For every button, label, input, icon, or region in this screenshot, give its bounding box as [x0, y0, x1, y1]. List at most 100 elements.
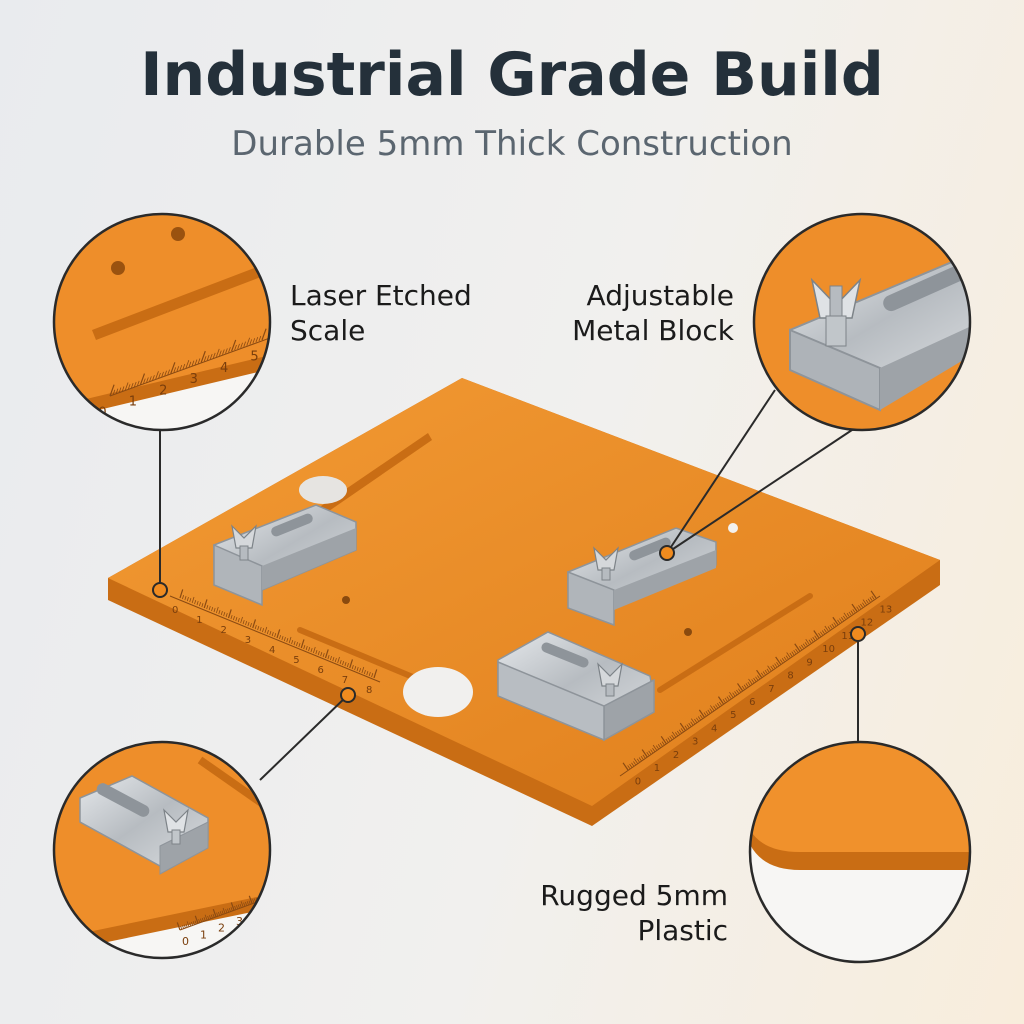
ruler-tick [799, 646, 802, 650]
ruler-tick [812, 636, 816, 641]
ruler-tick [842, 615, 846, 620]
ruler-tick [699, 714, 703, 719]
ruler-tick [198, 919, 201, 923]
ruler-label: 4 [269, 645, 275, 656]
ruler-tick [274, 633, 277, 638]
ruler-tick [737, 688, 741, 693]
ruler-tick [715, 704, 718, 709]
ruler-tick [190, 921, 193, 926]
callout-plastic-line1: Rugged 5mm [540, 879, 728, 912]
ruler-tick [622, 762, 629, 771]
ruler-tick [734, 691, 738, 695]
ruler-tick [281, 636, 284, 641]
ruler-tick [760, 672, 764, 677]
ruler-tick [303, 645, 306, 650]
ruler-tick [818, 632, 822, 637]
ruler-tick [633, 758, 638, 764]
ruler-tick [871, 595, 875, 600]
ruler-tick [216, 348, 220, 357]
ruler-tick [264, 626, 268, 634]
ruler-scale-left [169, 595, 381, 683]
ruler-tick [225, 909, 228, 913]
ruler-tick [230, 902, 235, 911]
ruler-tick [216, 912, 219, 917]
ruler-tick [641, 749, 648, 758]
metal-block-right-upper[interactable] [567, 527, 717, 627]
ruler-tick [277, 888, 279, 893]
ruler-tick [686, 724, 690, 728]
metal-block-left[interactable] [213, 504, 357, 607]
ruler-tick [732, 692, 736, 697]
zoom-plastic-edge [748, 740, 972, 964]
ruler-tick [315, 650, 318, 655]
ruler-tick [206, 605, 209, 610]
ruler-tick [203, 356, 207, 362]
ruler-tick [327, 655, 330, 660]
ruler-tick [638, 757, 642, 761]
callout-plastic: Rugged 5mm Plastic [480, 878, 728, 948]
ruler-tick [646, 751, 650, 756]
ruler-tick [274, 891, 275, 894]
ruler-tick [183, 924, 186, 929]
ruler-tick [232, 616, 235, 621]
ruler-tick [212, 352, 216, 359]
leader-lines [159, 389, 859, 781]
ruler-tick [793, 650, 797, 654]
ruler-tick [219, 911, 222, 915]
wing-nut-icon[interactable] [231, 524, 257, 561]
ruler-label: 10 [822, 644, 835, 655]
dot-marker-clamp [340, 687, 356, 703]
ruler-tick [743, 684, 747, 689]
ruler-tick [215, 606, 219, 614]
ruler-tick [240, 901, 244, 907]
ruler-tick [342, 661, 345, 666]
ruler-label: 1 [196, 615, 202, 626]
callout-metal-line2: Metal Block [572, 314, 734, 347]
ruler-label: 4 [711, 723, 717, 734]
ruler-tick [776, 662, 780, 666]
ruler-tick [659, 742, 663, 747]
ruler-tick [194, 359, 198, 365]
ruler-tick [785, 655, 789, 660]
ruler-tick [642, 754, 646, 759]
ruler-tick [220, 611, 223, 616]
ruler-tick [690, 718, 696, 724]
ruler-tick [139, 373, 146, 386]
ruler-tick [772, 664, 776, 669]
metal-block-right-lower[interactable] [497, 631, 655, 742]
ruler-tick [636, 758, 640, 763]
ruler-tick [194, 920, 197, 925]
ruler-tick [368, 672, 371, 677]
ruler-tick [726, 696, 730, 701]
ruler-tick [191, 360, 195, 366]
ruler-tick [239, 903, 242, 908]
ruler-tick [164, 370, 167, 376]
ruler-tick [271, 893, 272, 896]
ruler-tick [279, 635, 282, 640]
ruler-tick [678, 729, 682, 734]
ruler-tick [324, 649, 329, 659]
dot-marker-plastic [850, 626, 866, 642]
right-slot [657, 593, 813, 693]
callout-metal-line1: Adjustable [586, 279, 734, 312]
ruler-tick [109, 384, 115, 397]
large-hole [403, 667, 473, 717]
ruler-tick [650, 749, 654, 754]
ruler-tick [829, 624, 833, 629]
ruler-tick [755, 676, 759, 681]
ruler-tick [831, 623, 835, 628]
ruler-tick [252, 619, 257, 629]
ruler-tick [149, 376, 152, 382]
wing-nut-icon[interactable] [593, 546, 619, 581]
ruler-tick [291, 640, 294, 645]
wing-nut-icon[interactable] [597, 662, 623, 697]
ruler-tick [832, 616, 839, 625]
ruler-tick [118, 387, 122, 393]
ruler-label: 2 [218, 922, 225, 935]
ruler-label: 11 [841, 631, 854, 642]
ruler-tick [354, 666, 357, 671]
ruler-tick [800, 644, 804, 649]
small-hole [728, 523, 738, 533]
ruler-tick [242, 620, 245, 625]
